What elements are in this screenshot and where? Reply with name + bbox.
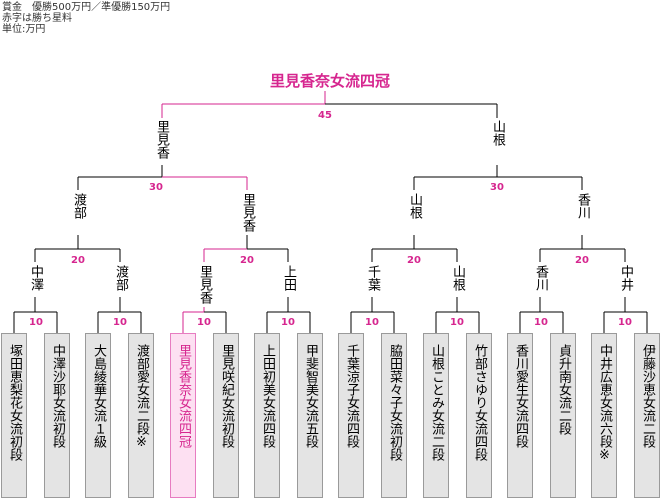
player-name: 山根ことみ女流二段: [429, 344, 444, 461]
r1-score: 10: [450, 317, 464, 328]
r1-score: 10: [618, 317, 632, 328]
player-box: 中井広恵女流六段※: [591, 333, 617, 498]
quarter-1-score: 20: [71, 255, 85, 266]
player-box: 竹部さゆり女流四段: [466, 333, 492, 498]
champion-title: 里見香奈女流四冠: [269, 72, 390, 90]
player-name: 里見咲紀女流初段: [219, 344, 234, 448]
semi-1-left-name: 渡部: [71, 193, 86, 219]
player-box: 渡部愛女流二段※: [128, 333, 154, 498]
semi-2-left-name: 山根: [407, 193, 422, 219]
player-box: 伊藤沙恵女流二段: [634, 333, 660, 498]
player-name: 塚田恵梨花女流初段: [7, 344, 22, 461]
player-box-winner: 里見香奈女流四冠: [170, 333, 196, 498]
player-box: 千葉涼子女流四段: [338, 333, 364, 498]
r1-score: 10: [281, 317, 295, 328]
player-name: 里見香奈女流四冠: [176, 344, 191, 448]
final-right-name: 山根: [490, 120, 505, 146]
player-name: 渡部愛女流二段※: [134, 344, 149, 450]
prize-info: 賞金 優勝500万円／準優勝150万円: [2, 2, 171, 13]
player-name: 大島綾華女流１級: [91, 344, 106, 448]
player-name: 甲斐智美女流五段: [303, 344, 318, 448]
r1-score: 10: [113, 317, 127, 328]
r1-score: 10: [197, 317, 211, 328]
player-box: 大島綾華女流１級: [85, 333, 111, 498]
quarter-4-left-name: 香川: [533, 265, 548, 291]
player-name: 千葉涼子女流四段: [344, 344, 359, 448]
player-name: 脇田菜々子女流初段: [387, 344, 402, 461]
note-red: 赤字は勝ち星料: [2, 13, 72, 24]
r1-score: 10: [534, 317, 548, 328]
player-box: 山根ことみ女流二段: [423, 333, 449, 498]
quarter-3-right-name: 山根: [450, 265, 465, 291]
quarter-4-right-name: 中井: [618, 265, 633, 291]
semi-1-right-name: 里見香: [240, 193, 255, 232]
player-name: 上田初美女流四段: [260, 344, 275, 448]
r1-score: 10: [29, 317, 43, 328]
player-box: 香川愛生女流四段: [507, 333, 533, 498]
player-box: 脇田菜々子女流初段: [381, 333, 407, 498]
player-box: 中澤沙耶女流初段: [44, 333, 70, 498]
quarter-1-right-name: 渡部: [113, 265, 128, 291]
player-name: 中澤沙耶女流初段: [50, 344, 65, 448]
final-score: 45: [318, 110, 332, 121]
quarter-3-score: 20: [407, 255, 421, 266]
final-left-name: 里見香: [154, 120, 169, 159]
r1-score: 10: [365, 317, 379, 328]
player-name: 香川愛生女流四段: [513, 344, 528, 448]
player-box: 塚田恵梨花女流初段: [1, 333, 27, 498]
player-name: 中井広恵女流六段※: [597, 344, 612, 463]
player-box: 貞升南女流二段: [550, 333, 576, 498]
semi-1-score: 30: [149, 182, 163, 193]
quarter-4-score: 20: [575, 255, 589, 266]
unit-info: 単位:万円: [2, 24, 46, 35]
player-box: 上田初美女流四段: [254, 333, 280, 498]
quarter-2-score: 20: [240, 255, 254, 266]
quarter-1-left-name: 中澤: [28, 265, 43, 291]
quarter-3-left-name: 千葉: [365, 265, 380, 291]
quarter-2-left-name: 里見香: [197, 265, 212, 304]
semi-2-score: 30: [490, 182, 504, 193]
quarter-2-right-name: 上田: [281, 265, 296, 291]
player-box: 甲斐智美女流五段: [297, 333, 323, 498]
player-box: 里見咲紀女流初段: [213, 333, 239, 498]
player-name: 貞升南女流二段: [556, 344, 571, 435]
player-name: 竹部さゆり女流四段: [472, 344, 487, 461]
player-name: 伊藤沙恵女流二段: [640, 344, 655, 448]
semi-2-right-name: 香川: [575, 193, 590, 219]
